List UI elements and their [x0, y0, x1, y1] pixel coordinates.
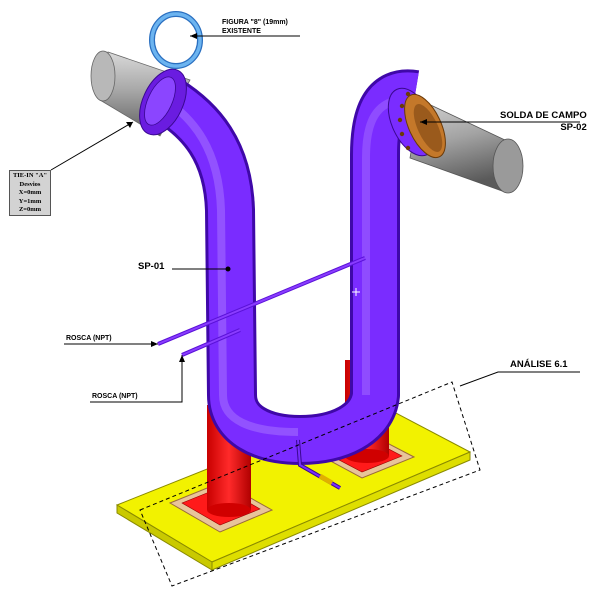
- analysis-boundary: [139, 381, 481, 587]
- leader-arrows: [126, 33, 427, 362]
- rosca-npt-upper-label: ROSCA (NPT): [66, 335, 112, 342]
- spool-sp01: [154, 69, 420, 465]
- threaded-connection-lower: [181, 328, 241, 357]
- plus-marker: [352, 288, 360, 296]
- flange-left: [139, 68, 187, 136]
- tie-in-box: TIE-IN "A" Desvios X=0mm Y=1mm Z=0mm: [9, 170, 51, 216]
- solda-de-campo-label: SOLDA DE CAMPO SP-02: [500, 110, 587, 133]
- tie-in-z: Z=0mm: [18, 206, 42, 213]
- tie-in-title: TIE-IN "A": [12, 172, 48, 179]
- analise-label: ANÁLISE 6.1: [510, 359, 568, 370]
- sp01-label: SP-01: [138, 261, 165, 272]
- tie-in-y: Y=1mm: [18, 197, 42, 205]
- rosca-npt-lower-label: ROSCA (NPT): [92, 393, 138, 400]
- tie-in-subtitle: Desvios: [19, 180, 41, 188]
- flange-right: [387, 87, 446, 159]
- figure-8-ring: [149, 11, 203, 69]
- threaded-connection-upper: [157, 256, 366, 346]
- figura-8-label: FIGURA "8" (19mm) EXISTENTE: [222, 19, 288, 35]
- drain-line: [296, 439, 341, 490]
- tie-in-x: X=0mm: [18, 189, 42, 196]
